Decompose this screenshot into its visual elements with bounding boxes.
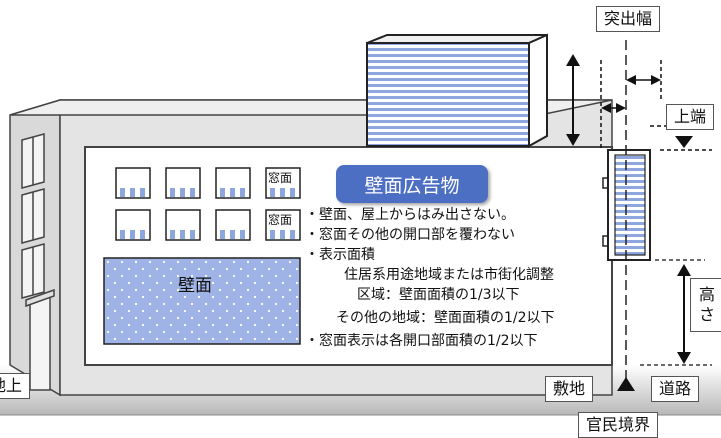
window-label: 窓面 [268, 213, 293, 227]
side-window [21, 133, 45, 299]
note-item: 区域：壁面面積の1/3以下 [357, 287, 520, 303]
wall-label: 壁面 [178, 276, 212, 296]
road-label: 道路 [651, 376, 700, 402]
note-item: その他の地域：壁面面積の1/2以下 [336, 310, 555, 326]
rooftop-sign [366, 33, 548, 148]
note-item: ・窓面表示は各開口部面積の1/2以下 [305, 333, 538, 349]
boundary-label: 官民境界 [578, 412, 659, 438]
projection-width-dimension [600, 60, 662, 150]
boundary-line [617, 40, 635, 391]
wall-display-area [103, 257, 301, 345]
note-item: ・窓面その他の開口部を覆わない [305, 227, 515, 243]
projecting-height-dimension [640, 259, 712, 366]
projecting-sign [602, 149, 651, 261]
note-item: 住居系用途地域または市街化調整 [344, 267, 554, 283]
height-label: 高さ [690, 278, 721, 332]
top-edge-label: 上端 [666, 104, 715, 130]
entrance-door [25, 288, 55, 391]
site-label: 敷地 [545, 376, 594, 402]
front-windows [115, 167, 301, 241]
note-item: ・壁面、屋上からはみ出さない。 [305, 207, 515, 223]
sign-title: 壁面広告物 [336, 165, 488, 203]
ground-label: 地上 [0, 373, 31, 399]
note-item: ・表示面積 [305, 247, 375, 263]
rooftop-height-dimension [566, 54, 580, 146]
projection-width-label: 突出幅 [596, 6, 661, 32]
window-label: 窓面 [268, 171, 293, 185]
